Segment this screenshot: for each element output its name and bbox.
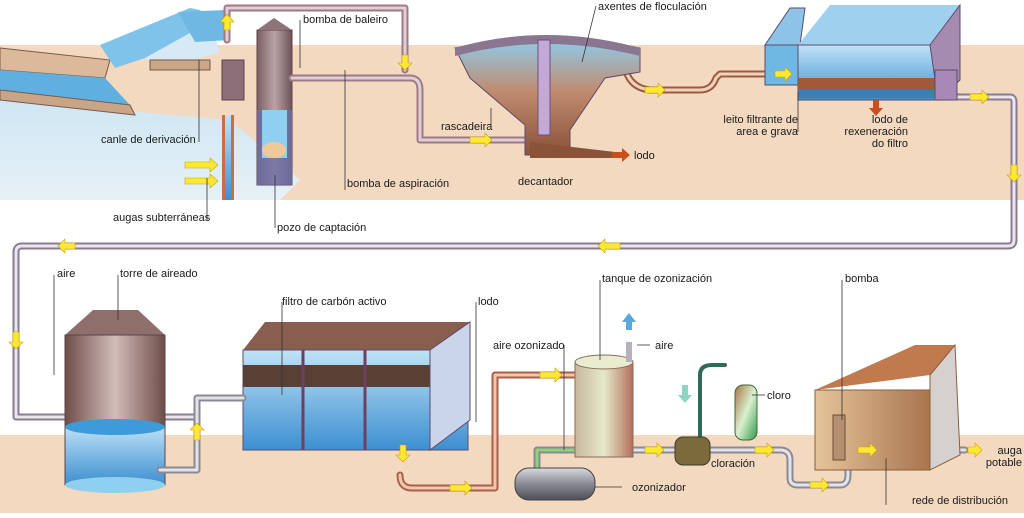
aeration-tower <box>64 310 166 493</box>
label-filtro-carbon: filtro de carbón activo <box>282 296 387 308</box>
sludge-arrow <box>612 148 630 162</box>
flow-arrow <box>539 367 563 383</box>
label-aire-torre: aire <box>57 268 76 280</box>
flow-arrow <box>8 331 24 350</box>
sludge-arrows <box>612 100 883 162</box>
river-channel <box>0 8 230 116</box>
label-auga-potable-line2: potable <box>985 457 1022 469</box>
label-decantador: decantador <box>518 176 574 188</box>
flow-arrow <box>449 480 473 496</box>
label-lodo-rexeneracion-line2: rexeneración <box>844 126 908 138</box>
flow-arrow <box>57 238 76 254</box>
label-pozo-captacion: pozo de captación <box>277 222 367 234</box>
label-lodo-filtro: lodo <box>478 296 499 308</box>
flow-arrow <box>189 422 205 441</box>
capture-well <box>221 18 293 200</box>
label-lodo-rexeneracion-line1: lodo de <box>871 114 908 126</box>
flow-arrow <box>219 13 235 31</box>
label-tanque-ozonizacion: tanque de ozonización <box>602 273 713 285</box>
label-leito-filtrante-line1: leito filtrante de <box>723 114 798 126</box>
flow-arrows <box>8 13 1022 496</box>
flow-arrow <box>774 66 793 82</box>
leader-lines <box>53 5 887 505</box>
label-axentes-floculacion: axentes de floculación <box>598 1 707 13</box>
label-lodo-rexeneracion-line3: do filtro <box>871 138 908 150</box>
chlorination-unit <box>674 384 758 466</box>
flow-arrow <box>857 442 878 458</box>
flow-arrow <box>1006 164 1022 183</box>
carbon-filter <box>242 321 471 451</box>
flow-arrow <box>967 442 983 458</box>
label-rascadeira: rascadeira <box>441 121 493 133</box>
label-rede-distribucion: rede de distribución <box>912 495 1009 507</box>
label-lodo-decantador: lodo <box>634 150 655 162</box>
air-arrow <box>678 385 692 403</box>
flow-arrow <box>184 173 219 189</box>
flow-arrow <box>809 477 830 493</box>
label-bomba: bomba <box>845 273 879 285</box>
ozone-tank <box>514 342 634 501</box>
label-canle-derivacion: canle de derivación <box>101 134 196 146</box>
label-aire-tanque: aire <box>655 340 674 352</box>
label-leito-filtrante: leito filtrante de area e grava <box>700 114 798 138</box>
label-auga-potable: auga potable <box>970 445 1022 469</box>
decanter-tank <box>454 35 641 158</box>
sludge-arrow <box>869 100 883 116</box>
sand-filter <box>764 3 961 102</box>
flow-arrow <box>597 238 621 254</box>
label-cloracion: cloración <box>711 458 756 470</box>
label-bomba-baleiro: bomba de baleiro <box>303 14 389 26</box>
pump-house <box>814 343 961 471</box>
air-arrows <box>622 313 692 403</box>
label-torre-aireado: torre de aireado <box>120 268 198 280</box>
label-augas-subterraneas: augas subterráneas <box>113 212 211 224</box>
label-leito-filtrante-line2: area e grava <box>736 126 798 138</box>
flow-arrow <box>754 442 775 458</box>
flow-arrow <box>969 89 990 105</box>
label-lodo-rexeneracion: lodo de rexeneración do filtro <box>810 114 908 150</box>
label-ozonizador: ozonizador <box>632 482 686 494</box>
air-arrow <box>622 313 636 330</box>
label-aire-ozonizado: aire ozonizado <box>493 340 565 352</box>
flow-arrow <box>395 444 411 463</box>
label-auga-potable-line1: auga <box>997 445 1022 457</box>
label-cloro: cloro <box>767 390 791 402</box>
label-bomba-aspiracion: bomba de aspiración <box>347 178 450 190</box>
flow-arrow <box>184 157 219 173</box>
flow-arrow <box>397 54 413 71</box>
pipes-top <box>12 4 1018 421</box>
flow-arrow <box>644 82 666 98</box>
flow-arrow <box>644 442 665 458</box>
flow-arrow <box>469 132 493 148</box>
